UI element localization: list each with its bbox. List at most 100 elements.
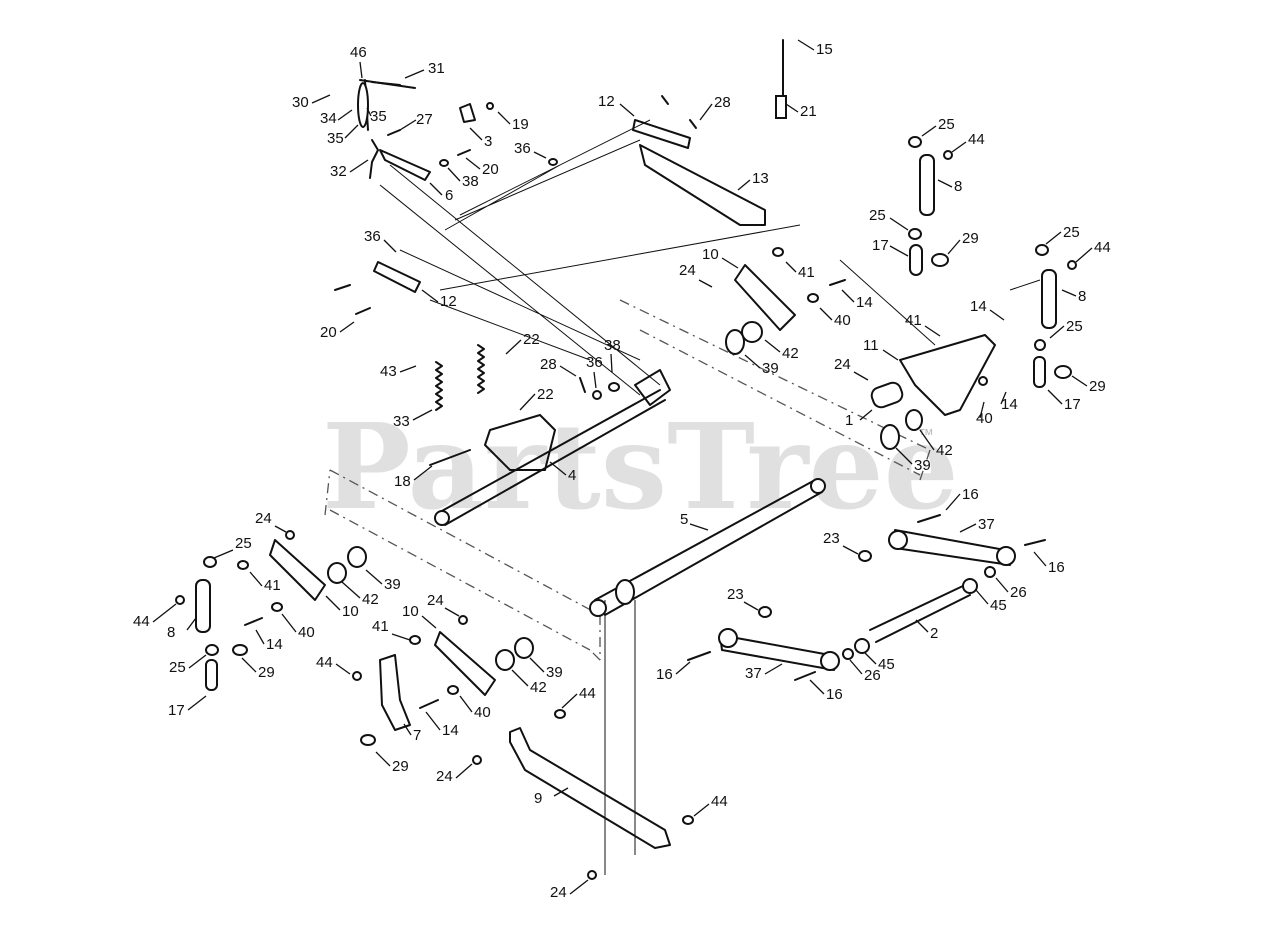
- part-callout-39[interactable]: 39: [546, 664, 563, 681]
- part-callout-35[interactable]: 35: [327, 130, 344, 147]
- part-callout-36[interactable]: 36: [586, 354, 603, 371]
- part-callout-1[interactable]: 1: [845, 412, 853, 429]
- part-callout-27[interactable]: 27: [416, 111, 433, 128]
- part-callout-8[interactable]: 8: [954, 178, 962, 195]
- part-callout-25[interactable]: 25: [235, 535, 252, 552]
- part-callout-39[interactable]: 39: [384, 576, 401, 593]
- part-callout-34[interactable]: 34: [320, 110, 337, 127]
- part-callout-33[interactable]: 33: [393, 413, 410, 430]
- part-callout-37[interactable]: 37: [978, 516, 995, 533]
- part-callout-30[interactable]: 30: [292, 94, 309, 111]
- part-callout-36[interactable]: 36: [364, 228, 381, 245]
- part-callout-14[interactable]: 14: [856, 294, 873, 311]
- part-callout-14[interactable]: 14: [442, 722, 459, 739]
- part-callout-41[interactable]: 41: [372, 618, 389, 635]
- part-callout-36[interactable]: 36: [514, 140, 531, 157]
- part-callout-28[interactable]: 28: [540, 356, 557, 373]
- part-callout-42[interactable]: 42: [936, 442, 953, 459]
- part-callout-4[interactable]: 4: [568, 467, 576, 484]
- part-callout-44[interactable]: 44: [579, 685, 596, 702]
- part-callout-13[interactable]: 13: [752, 170, 769, 187]
- part-callout-20[interactable]: 20: [482, 161, 499, 178]
- part-callout-45[interactable]: 45: [878, 656, 895, 673]
- part-callout-14[interactable]: 14: [970, 298, 987, 315]
- part-callout-18[interactable]: 18: [394, 473, 411, 490]
- part-callout-7[interactable]: 7: [413, 727, 421, 744]
- part-callout-38[interactable]: 38: [462, 173, 479, 190]
- part-callout-29[interactable]: 29: [258, 664, 275, 681]
- part-callout-44[interactable]: 44: [133, 613, 150, 630]
- part-callout-17[interactable]: 17: [168, 702, 185, 719]
- part-callout-24[interactable]: 24: [427, 592, 444, 609]
- part-callout-26[interactable]: 26: [864, 667, 881, 684]
- part-callout-42[interactable]: 42: [782, 345, 799, 362]
- part-callout-38[interactable]: 38: [604, 337, 621, 354]
- part-callout-16[interactable]: 16: [962, 486, 979, 503]
- part-callout-29[interactable]: 29: [1089, 378, 1106, 395]
- part-callout-23[interactable]: 23: [727, 586, 744, 603]
- part-callout-41[interactable]: 41: [798, 264, 815, 281]
- part-callout-28[interactable]: 28: [714, 94, 731, 111]
- part-callout-29[interactable]: 29: [392, 758, 409, 775]
- part-callout-22[interactable]: 22: [523, 331, 540, 348]
- part-callout-25[interactable]: 25: [869, 207, 886, 224]
- part-callout-25[interactable]: 25: [1063, 224, 1080, 241]
- part-callout-9[interactable]: 9: [534, 790, 542, 807]
- part-callout-15[interactable]: 15: [816, 41, 833, 58]
- part-callout-25[interactable]: 25: [1066, 318, 1083, 335]
- part-callout-24[interactable]: 24: [255, 510, 272, 527]
- part-callout-10[interactable]: 10: [342, 603, 359, 620]
- part-callout-16[interactable]: 16: [1048, 559, 1065, 576]
- part-callout-43[interactable]: 43: [380, 363, 397, 380]
- part-callout-37[interactable]: 37: [745, 665, 762, 682]
- part-callout-14[interactable]: 14: [1001, 396, 1018, 413]
- part-callout-46[interactable]: 46: [350, 44, 367, 61]
- part-callout-24[interactable]: 24: [550, 884, 567, 901]
- part-callout-5[interactable]: 5: [680, 511, 688, 528]
- part-callout-11[interactable]: 11: [863, 337, 879, 354]
- part-callout-26[interactable]: 26: [1010, 584, 1027, 601]
- part-callout-10[interactable]: 10: [702, 246, 719, 263]
- part-callout-16[interactable]: 16: [826, 686, 843, 703]
- part-callout-41[interactable]: 41: [264, 577, 281, 594]
- part-callout-39[interactable]: 39: [914, 457, 931, 474]
- part-callout-12[interactable]: 12: [598, 93, 615, 110]
- part-callout-20[interactable]: 20: [320, 324, 337, 341]
- part-callout-17[interactable]: 17: [872, 237, 889, 254]
- part-callout-24[interactable]: 24: [436, 768, 453, 785]
- part-callout-39[interactable]: 39: [762, 360, 779, 377]
- part-callout-42[interactable]: 42: [362, 591, 379, 608]
- part-callout-3[interactable]: 3: [484, 133, 492, 150]
- part-callout-29[interactable]: 29: [962, 230, 979, 247]
- part-callout-40[interactable]: 40: [474, 704, 491, 721]
- part-callout-41[interactable]: 41: [905, 312, 922, 329]
- part-callout-19[interactable]: 19: [512, 116, 529, 133]
- part-callout-24[interactable]: 24: [679, 262, 696, 279]
- part-callout-2[interactable]: 2: [930, 625, 938, 642]
- part-callout-24[interactable]: 24: [834, 356, 851, 373]
- part-callout-25[interactable]: 25: [169, 659, 186, 676]
- part-callout-8[interactable]: 8: [167, 624, 175, 641]
- part-callout-6[interactable]: 6: [445, 187, 453, 204]
- part-callout-23[interactable]: 23: [823, 530, 840, 547]
- part-callout-10[interactable]: 10: [402, 603, 419, 620]
- part-callout-44[interactable]: 44: [968, 131, 985, 148]
- part-callout-42[interactable]: 42: [530, 679, 547, 696]
- part-callout-16[interactable]: 16: [656, 666, 673, 683]
- part-callout-31[interactable]: 31: [428, 60, 445, 77]
- part-callout-44[interactable]: 44: [1094, 239, 1111, 256]
- part-callout-44[interactable]: 44: [711, 793, 728, 810]
- part-callout-35[interactable]: 35: [370, 108, 387, 125]
- part-callout-22[interactable]: 22: [537, 386, 554, 403]
- part-callout-44[interactable]: 44: [316, 654, 333, 671]
- part-callout-32[interactable]: 32: [330, 163, 347, 180]
- part-callout-25[interactable]: 25: [938, 116, 955, 133]
- part-callout-8[interactable]: 8: [1078, 288, 1086, 305]
- part-callout-40[interactable]: 40: [834, 312, 851, 329]
- part-callout-40[interactable]: 40: [298, 624, 315, 641]
- part-callout-21[interactable]: 21: [800, 103, 817, 120]
- part-callout-17[interactable]: 17: [1064, 396, 1081, 413]
- part-callout-40[interactable]: 40: [976, 410, 993, 427]
- part-callout-45[interactable]: 45: [990, 597, 1007, 614]
- part-callout-12[interactable]: 12: [440, 293, 457, 310]
